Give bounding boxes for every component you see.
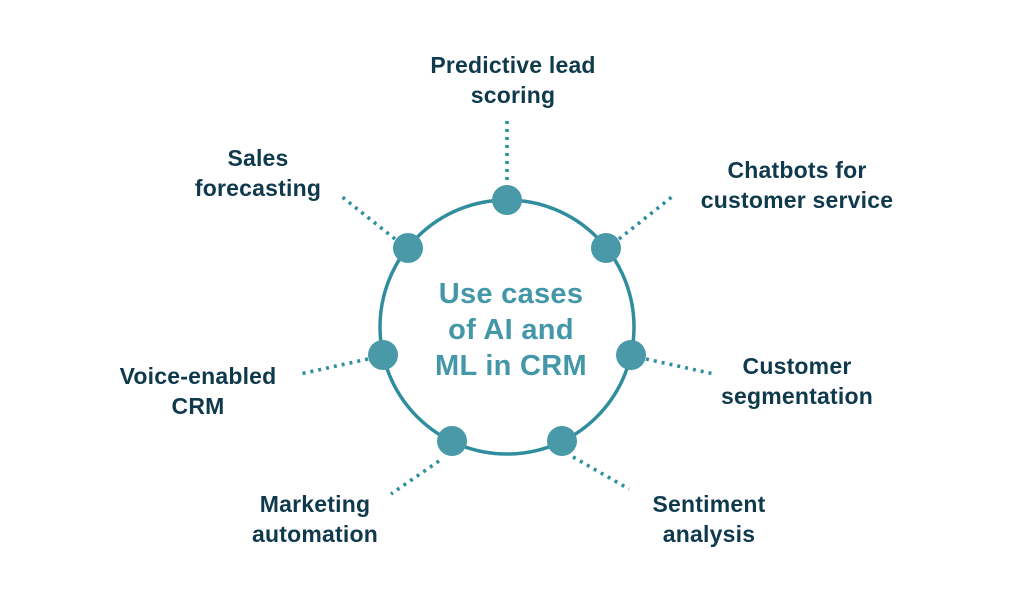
connector-sentiment-analysis xyxy=(572,455,630,491)
connector-customer-segmentation xyxy=(645,357,715,376)
node-sentiment-analysis xyxy=(547,426,577,456)
connector-marketing-automation xyxy=(389,459,441,496)
node-sales-forecasting xyxy=(393,233,423,263)
node-predictive-lead-scoring xyxy=(492,185,522,215)
label-sentiment-analysis: Sentiment analysis xyxy=(652,491,766,547)
label-customer-segmentation: Customer segmentation xyxy=(721,353,873,409)
connector-chatbots-customer-service xyxy=(617,194,675,241)
connector-voice-enabled-crm xyxy=(299,357,369,376)
node-chatbots-customer-service xyxy=(591,233,621,263)
node-marketing-automation xyxy=(437,426,467,456)
label-predictive-lead-scoring: Predictive lead scoring xyxy=(430,52,596,108)
node-customer-segmentation xyxy=(616,340,646,370)
node-voice-enabled-crm xyxy=(368,340,398,370)
label-voice-enabled-crm: Voice-enabled CRM xyxy=(119,363,277,419)
label-sales-forecasting: Sales forecasting xyxy=(194,145,322,201)
label-marketing-automation: Marketing automation xyxy=(252,491,378,547)
connector-sales-forecasting xyxy=(339,194,397,241)
label-chatbots-customer-service: Chatbots for customer service xyxy=(700,157,894,213)
center-caption: Use cases of AI and ML in CRM xyxy=(435,278,587,382)
